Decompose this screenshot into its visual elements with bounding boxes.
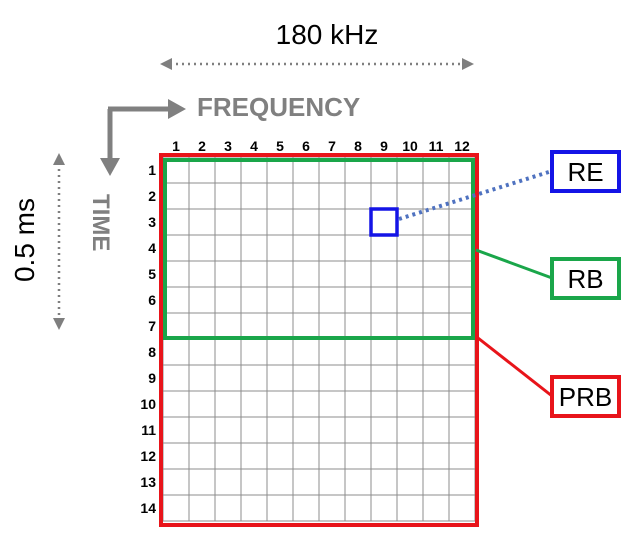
column-label: 7 <box>328 138 336 154</box>
row-label: 6 <box>148 292 156 308</box>
row-label: 7 <box>148 318 156 334</box>
column-label: 10 <box>402 138 418 154</box>
column-label: 6 <box>302 138 310 154</box>
row-label: 10 <box>140 396 156 412</box>
row-label: 11 <box>141 422 156 438</box>
row-label: 3 <box>148 214 156 230</box>
column-label: 8 <box>354 138 362 154</box>
prb-leader-line <box>477 336 553 398</box>
column-label: 12 <box>454 138 470 154</box>
rb-outline <box>163 158 475 340</box>
legend-re: RE <box>550 150 621 193</box>
row-label: 2 <box>148 188 156 204</box>
duration-arrow <box>53 153 65 330</box>
legend-rb: RB <box>550 257 621 300</box>
frequency-axis-label: FREQUENCY <box>197 92 360 122</box>
column-label: 9 <box>380 138 388 154</box>
row-label: 12 <box>140 448 156 464</box>
re-cell-highlight <box>369 207 399 237</box>
column-label: 11 <box>429 138 444 154</box>
bandwidth-arrow <box>160 58 474 70</box>
row-label: 1 <box>148 162 156 178</box>
duration-label: 0.5 ms <box>9 198 40 282</box>
legend-rb-label: RB <box>567 264 603 294</box>
column-label: 3 <box>224 138 232 154</box>
row-label: 14 <box>140 500 156 516</box>
re-leader-line <box>398 169 553 221</box>
row-label: 4 <box>148 240 156 256</box>
column-label: 4 <box>250 138 258 154</box>
column-label: 1 <box>172 138 180 154</box>
row-label: 9 <box>148 370 156 386</box>
row-label: 13 <box>140 474 156 490</box>
column-label: 5 <box>276 138 284 154</box>
legend-prb-label: PRB <box>559 382 612 412</box>
column-label: 2 <box>198 138 206 154</box>
row-label: 5 <box>148 266 156 282</box>
legend-prb: PRB <box>550 375 621 418</box>
prb-outline <box>159 153 479 527</box>
bandwidth-label: 180 kHz <box>276 19 379 50</box>
row-label: 8 <box>148 344 156 360</box>
rb-leader-line <box>475 248 553 280</box>
legend-re-label: RE <box>567 157 603 187</box>
time-axis-label: TIME <box>87 194 114 251</box>
axis-arrows <box>100 99 186 176</box>
